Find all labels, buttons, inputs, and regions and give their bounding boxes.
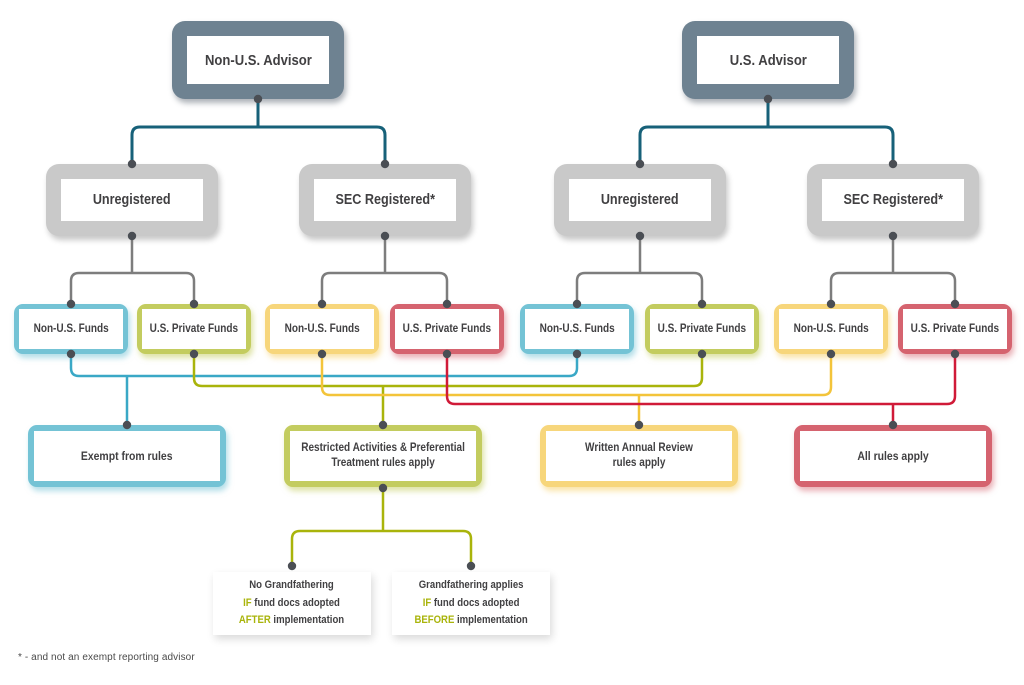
outcome-node-exempt: Exempt from rules — [28, 425, 226, 487]
fund-node-us-private-funds-4: U.S. Private Funds — [898, 304, 1012, 354]
fund-label: Non-U.S. Funds — [793, 322, 869, 335]
footnote: * - and not an exempt reporting advisor — [18, 652, 195, 663]
highlight-if: IF — [243, 596, 253, 609]
grandfathering-line3: BEFORE implementation — [414, 614, 528, 627]
advisor-node-us: U.S. Advisor — [682, 21, 854, 99]
registration-label: Unregistered — [601, 192, 679, 208]
fund-node-non-us-funds-4: Non-U.S. Funds — [774, 304, 888, 354]
grandfathering-line2: IF fund docs adopted — [243, 596, 341, 609]
advisor-label: U.S. Advisor — [729, 51, 807, 69]
highlight-before: BEFORE — [414, 614, 455, 627]
grandfathering-line3: AFTER implementation — [239, 614, 345, 627]
highlight-if: IF — [422, 596, 432, 609]
fund-label: U.S. Private Funds — [402, 322, 492, 335]
registration-node-unregistered-right: Unregistered — [554, 164, 726, 236]
fund-label: Non-U.S. Funds — [284, 322, 360, 335]
connector-us-advisor-bracket — [638, 99, 895, 164]
outcome-label-line1: Restricted Activities & Preferential — [301, 442, 465, 455]
fund-label: U.S. Private Funds — [149, 322, 239, 335]
registration-label: SEC Registered* — [843, 192, 943, 208]
outcome-label-line2: Treatment rules apply — [331, 457, 435, 469]
outcome-label: All rules apply — [857, 448, 929, 463]
fund-label: Non-U.S. Funds — [539, 322, 615, 335]
fund-node-non-us-funds-1: Non-U.S. Funds — [14, 304, 128, 354]
registration-label: SEC Registered* — [335, 192, 435, 208]
fund-node-non-us-funds-3: Non-U.S. Funds — [520, 304, 634, 354]
registration-node-sec-registered-right: SEC Registered* — [807, 164, 979, 236]
grandfathering-node-no: No Grandfathering IF fund docs adopted A… — [213, 572, 371, 635]
connector-unregistered-left-bracket — [69, 236, 196, 304]
outcome-label-line1: Written Annual Review — [585, 442, 693, 455]
highlight-after: AFTER — [239, 614, 272, 627]
grandfathering-line1: No Grandfathering — [249, 579, 335, 592]
grandfathering-line1: Grandfathering applies — [418, 579, 524, 592]
registration-label: Unregistered — [93, 192, 171, 208]
outcome-node-written-annual-review: Written Annual Review rules apply — [540, 425, 738, 487]
advisor-node-non-us: Non-U.S. Advisor — [172, 21, 344, 99]
outcome-node-restricted-preferential: Restricted Activities & Preferential Tre… — [284, 425, 482, 487]
connector-sec-registered-left-bracket — [320, 236, 449, 304]
connector-restricted-bus — [192, 354, 704, 424]
connector-exempt-bus — [69, 354, 579, 424]
grandfathering-line2: IF fund docs adopted — [422, 596, 520, 609]
registration-node-unregistered-left: Unregistered — [46, 164, 218, 236]
fund-node-us-private-funds-2: U.S. Private Funds — [390, 304, 504, 354]
connector-all-rules-bus — [445, 354, 957, 424]
fund-node-us-private-funds-3: U.S. Private Funds — [645, 304, 759, 354]
fund-node-non-us-funds-2: Non-U.S. Funds — [265, 304, 379, 354]
outcome-label: Exempt from rules — [81, 448, 173, 463]
connector-unregistered-right-bracket — [575, 236, 704, 304]
fund-node-us-private-funds-1: U.S. Private Funds — [137, 304, 251, 354]
connector-sec-registered-right-bracket — [829, 236, 957, 304]
fund-label: U.S. Private Funds — [657, 322, 747, 335]
connector-non-us-advisor-bracket — [130, 99, 387, 164]
outcome-node-all-rules: All rules apply — [794, 425, 992, 487]
connector-grandfathering-bracket — [290, 488, 473, 565]
connector-written-review-bus — [320, 354, 833, 424]
grandfathering-node-applies: Grandfathering applies IF fund docs adop… — [392, 572, 550, 635]
fund-label: U.S. Private Funds — [910, 322, 1000, 335]
outcome-label-line2: rules apply — [612, 457, 666, 469]
registration-node-sec-registered-left: SEC Registered* — [299, 164, 471, 236]
advisor-label: Non-U.S. Advisor — [204, 51, 312, 69]
fund-label: Non-U.S. Funds — [33, 322, 109, 335]
